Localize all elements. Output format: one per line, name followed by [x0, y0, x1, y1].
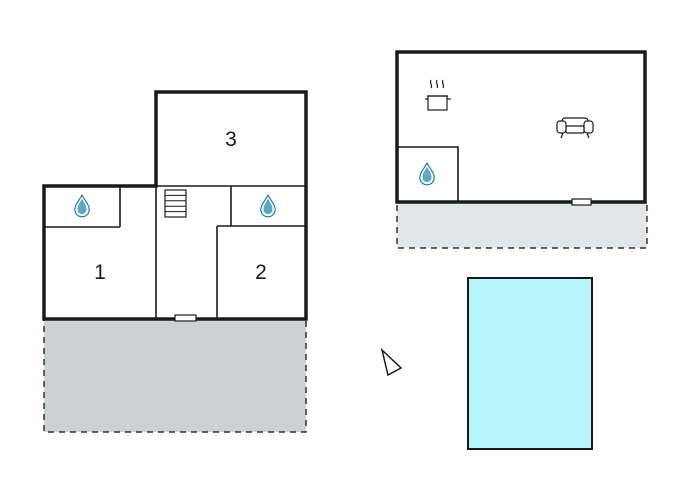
- interior-walls-left: [44, 185, 306, 319]
- water-drop-icon: [74, 194, 90, 218]
- stairs-icon: [164, 189, 187, 218]
- sofa-icon: [556, 117, 594, 139]
- ground-floor-plan: [395, 50, 648, 249]
- terrace-right: [396, 201, 648, 249]
- room-label-2: 2: [255, 261, 267, 284]
- north-arrow-icon: [380, 347, 403, 377]
- room-label-3: 3: [225, 128, 237, 151]
- outer-wall-right-building: [395, 50, 647, 204]
- upper-floor-plan: 3 1 2: [42, 90, 308, 433]
- cooking-pot-icon: [425, 79, 451, 111]
- terrace-door: [174, 314, 197, 322]
- terrace-left: [43, 318, 307, 433]
- swimming-pool: [467, 277, 593, 450]
- bathroom-walls-right: [397, 146, 459, 202]
- room-label-1: 1: [94, 261, 106, 284]
- water-drop-icon: [260, 194, 276, 218]
- water-drop-icon: [419, 162, 435, 186]
- terrace-door: [571, 198, 592, 206]
